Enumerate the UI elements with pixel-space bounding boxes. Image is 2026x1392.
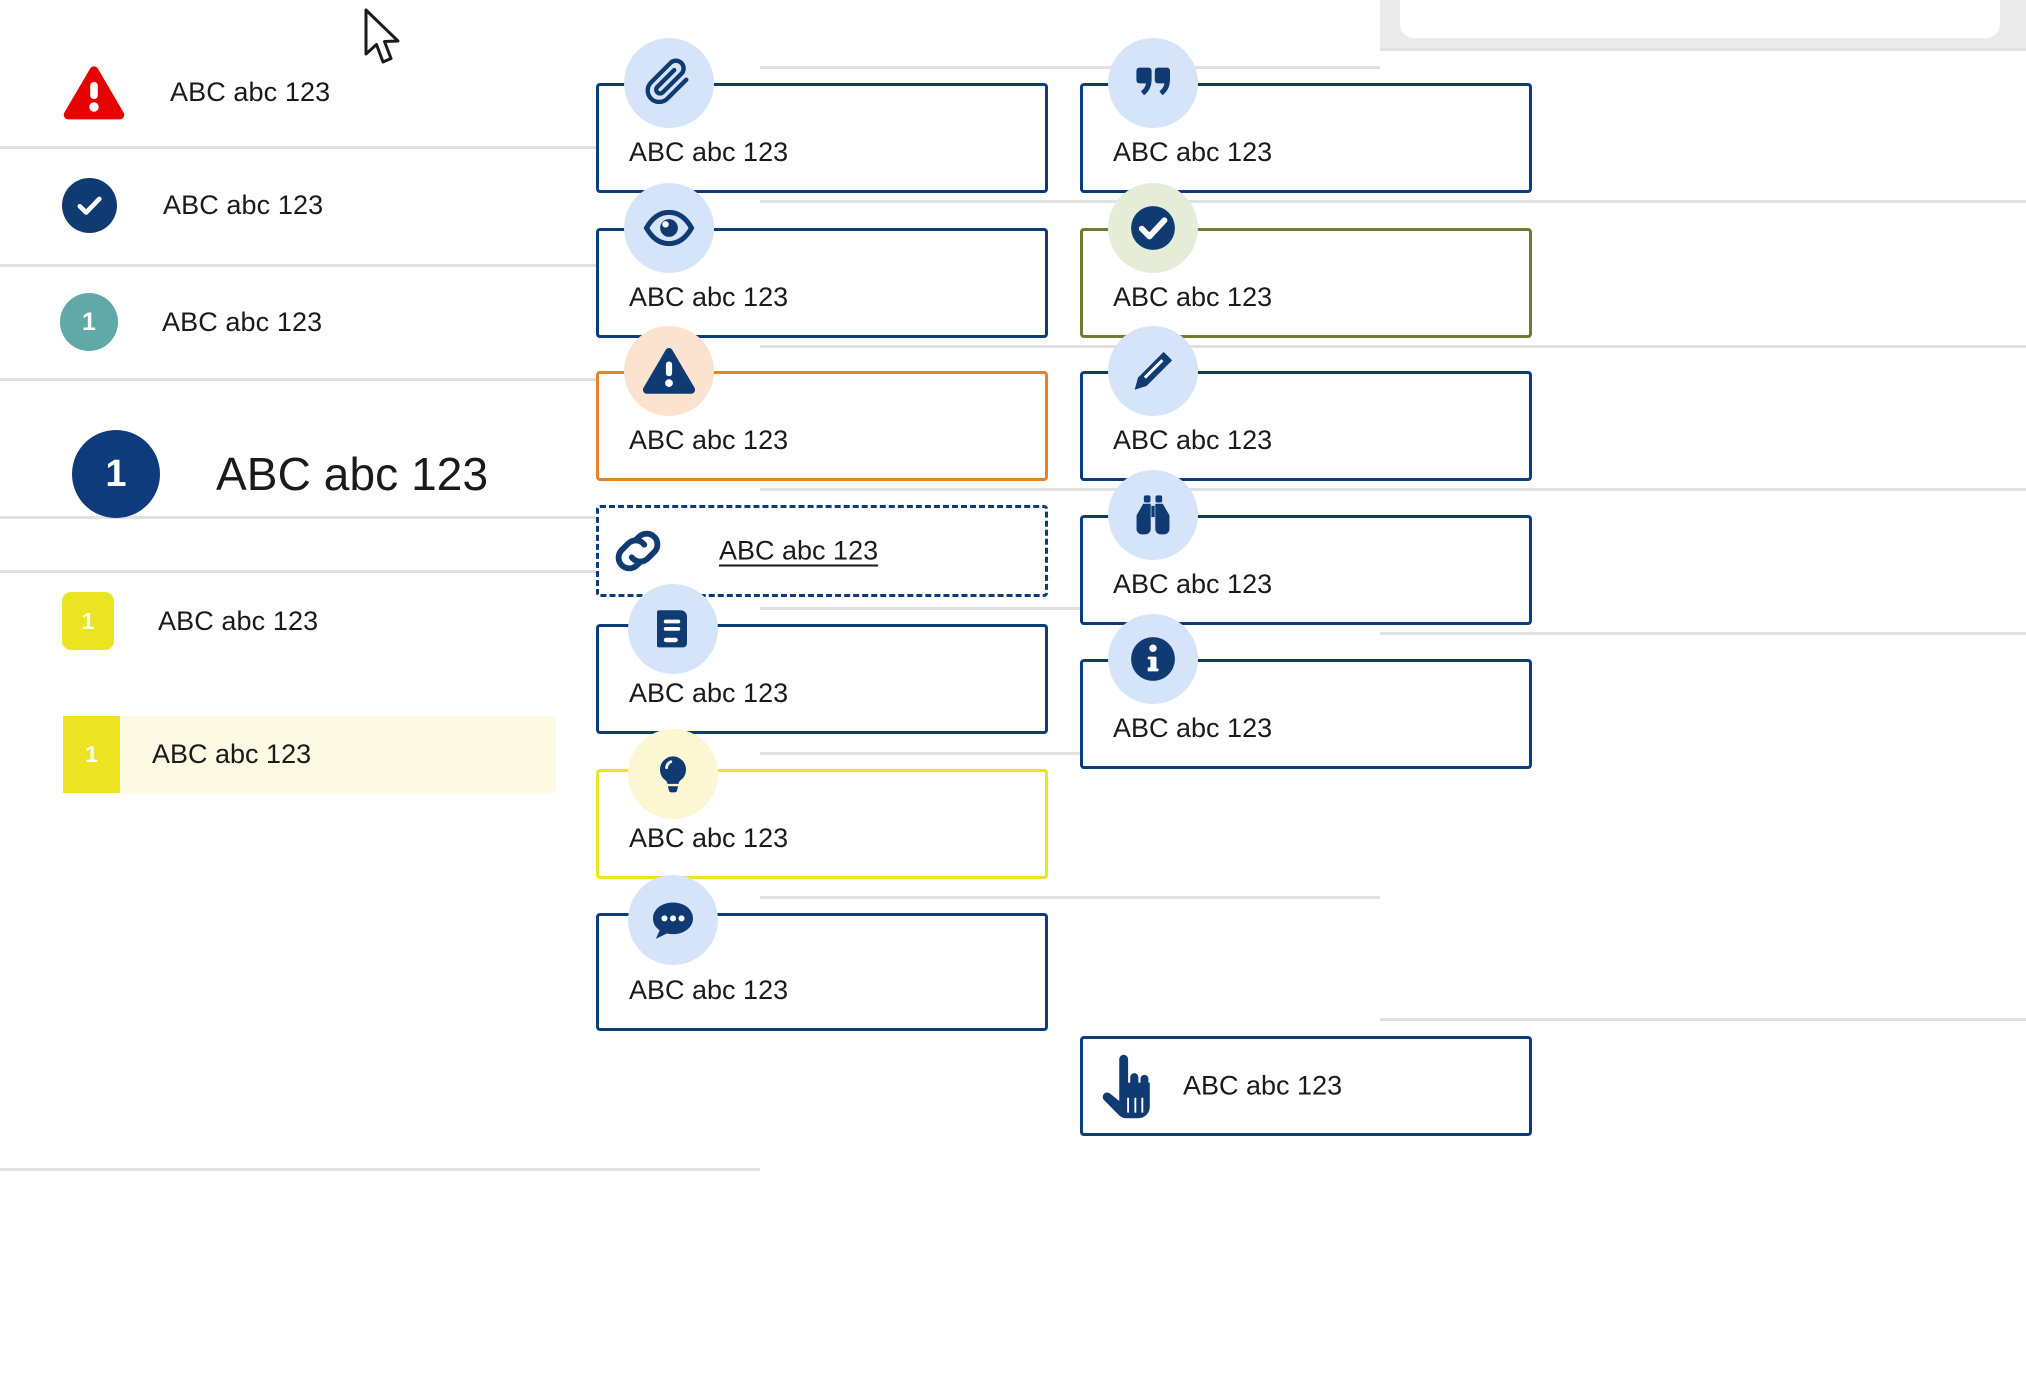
number-circle-teal-icon: 1	[60, 293, 118, 351]
binoculars-icon	[1108, 470, 1198, 560]
number-square-yellow-icon: 1	[62, 592, 114, 650]
top-right-tab-strip	[1380, 0, 2026, 50]
pointing-hand-icon	[1098, 1052, 1154, 1122]
eye-icon	[624, 183, 714, 273]
warning-triangle-icon	[624, 326, 714, 416]
list-item-selected[interactable]: 1 ABC abc 123	[63, 716, 556, 793]
badge-number: 1	[81, 607, 95, 634]
list-item-label: ABC abc 123	[163, 189, 324, 220]
card-label: ABC abc 123	[1113, 713, 1273, 743]
list-item-label: ABC abc 123	[152, 739, 312, 769]
list-item-alert[interactable]: ABC abc 123	[0, 55, 760, 130]
card-success[interactable]: ABC abc 123	[1080, 228, 1532, 338]
separator	[760, 200, 1380, 203]
chat-bubble-icon	[628, 875, 718, 965]
card-label: ABC abc 123	[1183, 1070, 1343, 1101]
left-column: ABC abc 123 ABC abc 123 1 ABC abc 123 1 …	[0, 0, 760, 1392]
pencil-icon	[1108, 326, 1198, 416]
list-item-label: ABC abc 123	[170, 77, 331, 107]
list-item-label: ABC abc 123	[162, 306, 323, 337]
separator	[0, 264, 760, 267]
separator	[0, 1168, 760, 1171]
separator	[760, 488, 1380, 491]
quote-marks-icon	[1108, 38, 1198, 128]
card-label: ABC abc 123	[1113, 569, 1273, 599]
top-right-tab-shape	[1400, 0, 2000, 38]
separator	[760, 607, 1380, 610]
check-circle-icon	[62, 177, 117, 233]
card-label: ABC abc 123	[629, 425, 789, 455]
separator	[0, 146, 760, 149]
separator	[1380, 200, 2026, 203]
separator	[760, 752, 1380, 755]
separator	[1380, 632, 2026, 635]
separator	[1380, 345, 2026, 348]
selected-row-accent-bar: 1	[63, 716, 120, 793]
link-chain-icon	[610, 523, 666, 579]
info-circle-icon	[1108, 614, 1198, 704]
separator	[760, 66, 1380, 69]
separator	[1380, 48, 2026, 51]
card-label: ABC abc 123	[629, 282, 789, 312]
separator	[0, 378, 760, 381]
alert-triangle-icon	[62, 64, 126, 122]
separator	[760, 345, 1380, 348]
mouse-pointer-icon	[362, 8, 404, 68]
card-action[interactable]: ABC abc 123	[1080, 1036, 1532, 1136]
lightbulb-icon	[628, 729, 718, 819]
badge-number: 1	[85, 741, 98, 767]
card-edit[interactable]: ABC abc 123	[1080, 371, 1532, 481]
check-circle-icon	[1108, 183, 1198, 273]
badge-number: 1	[82, 307, 96, 336]
list-item-label-large: ABC abc 123	[216, 448, 489, 500]
card-label: ABC abc 123	[1113, 425, 1273, 455]
card-label: ABC abc 123	[629, 678, 789, 708]
card-label: ABC abc 123	[629, 823, 789, 853]
card-label: ABC abc 123	[629, 137, 789, 167]
card-label: ABC abc 123	[1113, 282, 1273, 312]
separator	[760, 896, 1380, 899]
card-label: ABC abc 123	[1113, 137, 1273, 167]
list-item-yellow-badge[interactable]: 1 ABC abc 123	[0, 592, 760, 650]
separator	[0, 516, 760, 519]
separator	[1380, 1018, 2026, 1021]
list-item-teal-badge[interactable]: 1 ABC abc 123	[0, 293, 760, 351]
list-item-label: ABC abc 123	[158, 605, 319, 636]
badge-number: 1	[105, 452, 127, 495]
card-label: ABC abc 123	[629, 975, 789, 1005]
card-link[interactable]: ABC abc 123	[596, 505, 1048, 597]
card-link-label[interactable]: ABC abc 123	[719, 535, 879, 566]
number-circle-navy-large-icon: 1	[72, 430, 160, 518]
paperclip-icon	[624, 38, 714, 128]
separator	[0, 570, 760, 573]
list-item-check[interactable]: ABC abc 123	[0, 175, 760, 235]
list-item-primary[interactable]: 1 ABC abc 123	[0, 430, 760, 518]
separator	[1380, 488, 2026, 491]
book-icon	[628, 584, 718, 674]
